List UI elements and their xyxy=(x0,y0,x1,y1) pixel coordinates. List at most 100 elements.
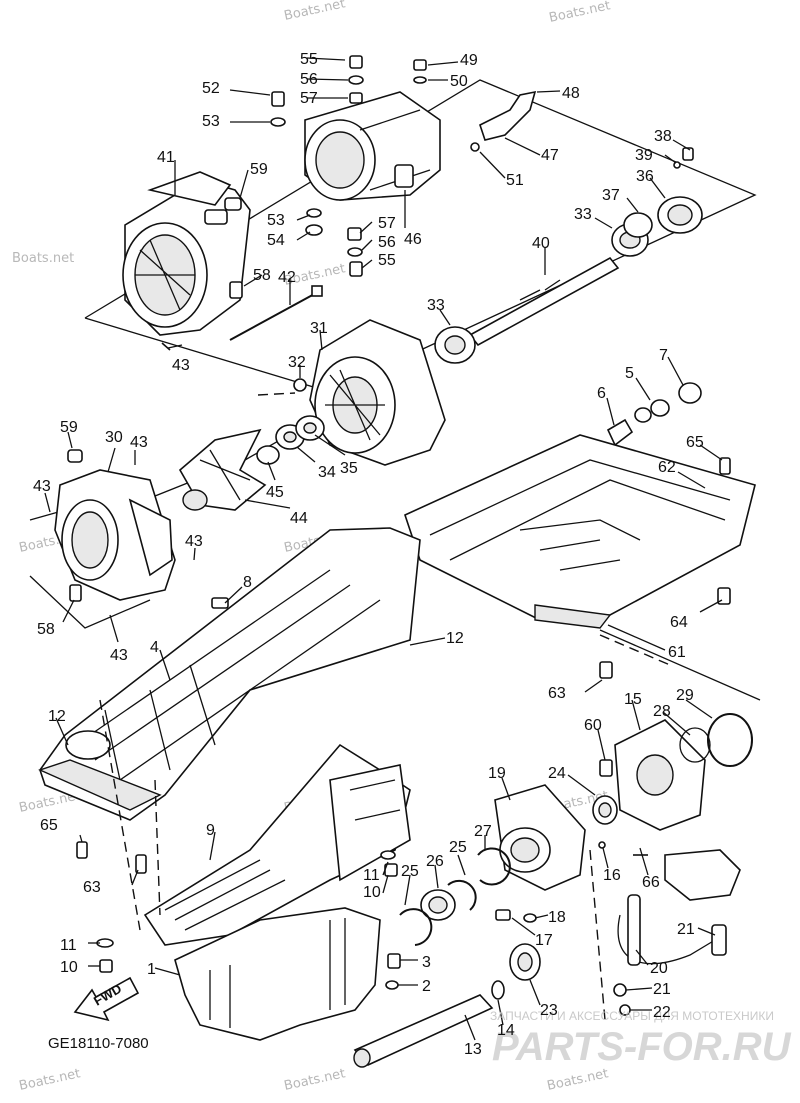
callout-label: 12 xyxy=(446,630,464,647)
callout-label: 17 xyxy=(535,932,553,949)
callout-label: 44 xyxy=(290,510,308,527)
callout-label: 28 xyxy=(653,703,671,720)
callout-label: 65 xyxy=(40,817,58,834)
callout-label: 63 xyxy=(83,879,101,896)
callout-label: 12 xyxy=(48,708,66,725)
callout-label: 62 xyxy=(658,459,676,476)
callout-label: 6 xyxy=(597,385,606,402)
callout-label: 60 xyxy=(584,717,602,734)
bearings-lower xyxy=(399,795,618,981)
callout-label: 10 xyxy=(60,959,78,976)
callout-label: 19 xyxy=(488,765,506,782)
watermark-text: Boats.net xyxy=(546,1066,610,1094)
ride-plate-part-62 xyxy=(404,434,756,629)
callout-label: 3 xyxy=(422,954,431,971)
brand-tagline: ЗАПЧАСТИ И АКСЕССУАРЫ ДЛЯ МОТОТЕХНИКИ xyxy=(490,1009,774,1023)
callout-label: 51 xyxy=(506,172,524,189)
callout-label: 30 xyxy=(105,429,123,446)
callout-label: 7 xyxy=(659,347,668,364)
callout-label: 49 xyxy=(460,52,478,69)
callout-label: 57 xyxy=(378,215,396,232)
leader-lines xyxy=(44,57,723,1041)
watermark-text: Boats.net xyxy=(283,1066,347,1094)
fwd-arrow-icon: FWD xyxy=(73,976,140,1022)
callout-label: 63 xyxy=(548,685,566,702)
callout-label: 14 xyxy=(497,1022,515,1039)
callout-label: 43 xyxy=(185,533,203,550)
brand-name: PARTS-FOR.RU xyxy=(492,1025,792,1069)
callout-label: 31 xyxy=(310,320,328,337)
callout-label: 29 xyxy=(676,687,694,704)
intake-duct-part-9 xyxy=(143,743,411,946)
callout-label: 47 xyxy=(541,147,559,164)
bearing-housing-part-19 xyxy=(494,784,586,891)
callout-label: 11 xyxy=(60,937,77,954)
callout-label: 57 xyxy=(300,90,318,107)
callout-label: 65 xyxy=(686,434,704,451)
dashed-guides xyxy=(99,392,671,1021)
callout-label: 53 xyxy=(267,212,285,229)
callout-label: 58 xyxy=(253,267,271,284)
watermark-text: Boats.net xyxy=(18,1066,82,1094)
callout-label: 13 xyxy=(464,1041,482,1058)
callout-label: 66 xyxy=(642,874,660,891)
callout-label: 43 xyxy=(172,357,190,374)
callout-label: 53 xyxy=(202,113,220,130)
callout-label: 36 xyxy=(636,168,654,185)
watermark-text: Boats.net xyxy=(548,0,612,26)
callout-label: 4 xyxy=(150,639,159,656)
callout-label: 2 xyxy=(422,978,431,995)
callout-label: 41 xyxy=(157,149,175,166)
nozzle-housing-part-41 xyxy=(122,171,251,336)
cover-part-1 xyxy=(174,907,381,1041)
callout-label: 33 xyxy=(427,297,445,314)
callout-label: 25 xyxy=(449,839,467,856)
callout-label: 25 xyxy=(401,863,419,880)
callout-label: 9 xyxy=(206,822,215,839)
callout-label: 52 xyxy=(202,80,220,97)
callout-label: 56 xyxy=(300,71,318,88)
callout-label: 11 xyxy=(363,867,380,884)
spacers-34-35-45 xyxy=(256,415,325,465)
callout-label: 55 xyxy=(300,51,318,68)
nozzle-part-30 xyxy=(54,449,176,602)
fasteners-upper xyxy=(161,55,694,351)
callout-label: 40 xyxy=(532,235,550,252)
callout-label: 22 xyxy=(653,1004,671,1021)
callout-label: 8 xyxy=(243,574,252,591)
callout-label: 37 xyxy=(602,187,620,204)
brand-watermark: ЗАПЧАСТИ И АКСЕССУАРЫ ДЛЯ МОТОТЕХНИКИ PA… xyxy=(490,1009,792,1069)
callout-label: 26 xyxy=(426,853,444,870)
drive-shaft-part-40 xyxy=(468,256,620,347)
callout-label: 5 xyxy=(625,365,634,382)
impeller-part-44 xyxy=(178,428,267,511)
callout-label: 32 xyxy=(288,354,306,371)
callout-label: 21 xyxy=(653,981,671,998)
callout-label: 50 xyxy=(450,73,468,90)
callout-label: 42 xyxy=(278,269,296,286)
callout-label: 20 xyxy=(650,960,668,977)
bearing-set-5-6-7 xyxy=(606,382,702,447)
callout-label: 48 xyxy=(562,85,580,102)
callout-label: 18 xyxy=(548,909,566,926)
through-bolt-part-42 xyxy=(229,285,323,341)
callout-label: 27 xyxy=(474,823,492,840)
shaft-part-13 xyxy=(353,994,494,1068)
callout-label: 58 xyxy=(37,621,55,638)
cover-part-15 xyxy=(614,713,753,831)
watermark-text: Boats.net xyxy=(283,0,347,24)
callout-label: 23 xyxy=(540,1002,558,1019)
callout-label: 33 xyxy=(574,206,592,223)
callout-label: 59 xyxy=(60,419,78,436)
callout-label: 61 xyxy=(668,644,686,661)
callout-label: 43 xyxy=(33,478,51,495)
callouts: 1 2 3 4 5 6 7 8 9 10 10 11 11 12 12 13 1… xyxy=(33,51,704,1058)
bearing-housing-part-46 xyxy=(304,91,441,201)
callout-label: 59 xyxy=(250,161,268,178)
callout-label: 64 xyxy=(670,614,688,631)
bearings-upper xyxy=(434,196,703,364)
callout-label: 24 xyxy=(548,765,566,782)
watermark-text: Boats.net xyxy=(12,251,74,266)
callout-label: 43 xyxy=(110,647,128,664)
